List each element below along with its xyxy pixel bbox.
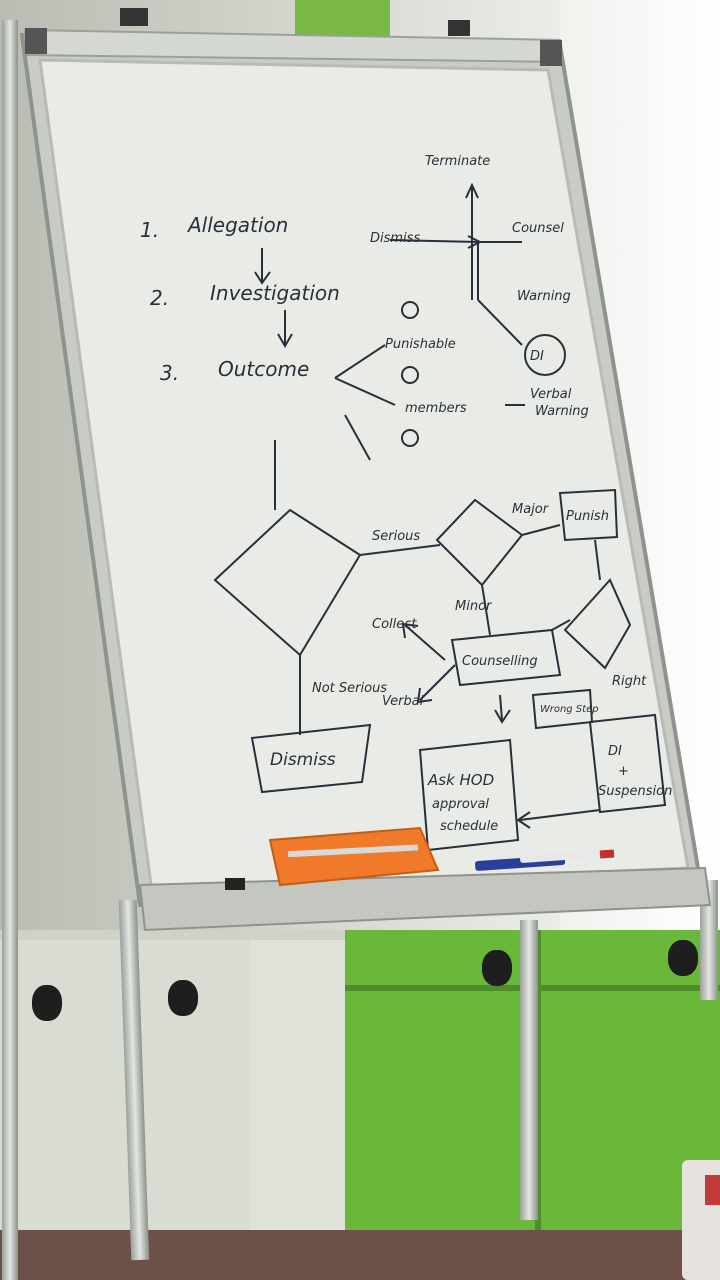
label-ask-box-3: schedule bbox=[440, 819, 498, 834]
item-number-2: 2. bbox=[150, 286, 169, 310]
label-di-box-3: Suspension bbox=[598, 784, 672, 799]
label-warning-verbal: Warning bbox=[535, 404, 589, 419]
label-verbal-top: Verbal bbox=[530, 387, 572, 402]
item-number-1: 1. bbox=[140, 218, 159, 242]
label-verbal-flow: Verbal bbox=[382, 694, 424, 709]
green-object-top bbox=[295, 0, 390, 38]
marker-red[interactable] bbox=[520, 848, 615, 864]
easel-knob-back[interactable] bbox=[482, 950, 512, 986]
label-ask-box-1: Ask HOD bbox=[427, 771, 494, 789]
table-edge bbox=[0, 1230, 720, 1280]
label-di-circle: DI bbox=[530, 349, 544, 364]
label-di-box-1: DI bbox=[608, 744, 622, 759]
label-members: members bbox=[405, 401, 467, 416]
label-di-box-2: + bbox=[618, 764, 629, 779]
label-ask-box-2: approval bbox=[432, 797, 489, 812]
item-label-allegation: Allegation bbox=[186, 213, 288, 237]
label-dismiss-top: Dismiss bbox=[370, 231, 420, 246]
easel-knob-front[interactable] bbox=[168, 980, 198, 1016]
label-dismiss-box: Dismiss bbox=[270, 750, 336, 770]
label-warning-top: Warning bbox=[517, 289, 571, 304]
label-terminate: Terminate bbox=[425, 154, 490, 169]
label-not-serious: Not Serious bbox=[312, 681, 387, 696]
easel-leg-back bbox=[520, 920, 538, 1220]
label-punish: Punish bbox=[566, 509, 609, 524]
label-serious: Serious bbox=[372, 529, 420, 544]
label-punishable: Punishable bbox=[385, 337, 456, 352]
label-counsel: Counsel bbox=[512, 221, 564, 236]
easel-knob-right[interactable] bbox=[668, 940, 698, 976]
easel-leg-right bbox=[700, 880, 718, 1000]
cup-label bbox=[705, 1175, 720, 1205]
easel-leg-left bbox=[2, 20, 18, 1280]
magnet-black bbox=[225, 878, 245, 890]
label-right: Right bbox=[612, 674, 647, 689]
label-minor: Minor bbox=[455, 599, 493, 614]
item-label-outcome: Outcome bbox=[218, 357, 309, 381]
eraser[interactable] bbox=[268, 826, 440, 887]
green-cabinet-divider bbox=[535, 930, 541, 1230]
label-collect: Collect bbox=[372, 617, 417, 632]
label-counselling: Counselling bbox=[462, 654, 538, 669]
item-number-3: 3. bbox=[160, 361, 179, 385]
label-major: Major bbox=[512, 502, 550, 517]
label-wrong-step: Wrong Step bbox=[540, 704, 599, 715]
easel-knob-left[interactable] bbox=[32, 985, 62, 1021]
item-label-investigation: Investigation bbox=[210, 281, 340, 305]
